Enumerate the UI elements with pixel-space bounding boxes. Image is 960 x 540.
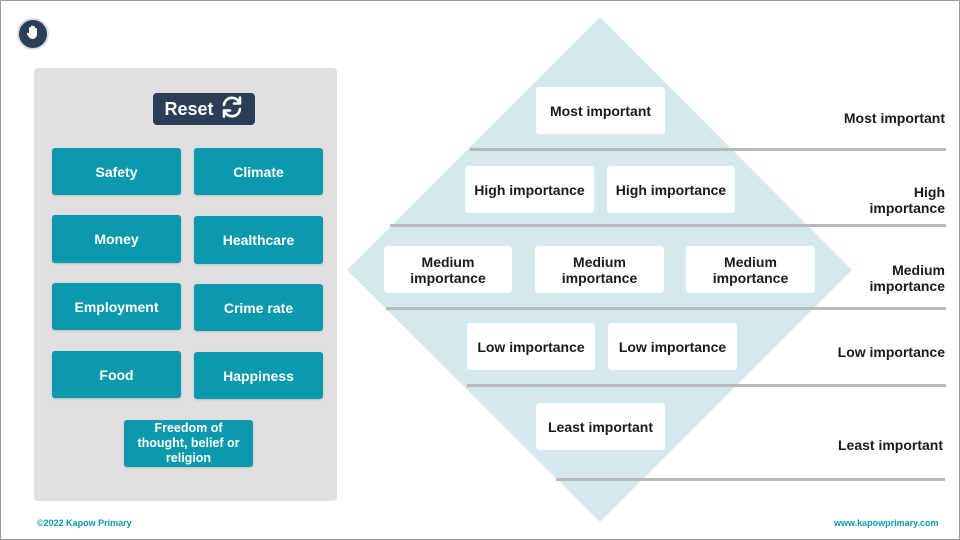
slot-low-importance[interactable]: Low importance xyxy=(608,323,737,370)
reset-label: Reset xyxy=(164,98,214,119)
slot-medium-importance[interactable]: Medium importance xyxy=(384,246,512,293)
level-label-least: Least important xyxy=(837,437,943,453)
card-happiness[interactable]: Happiness xyxy=(194,352,323,399)
card-healthcare[interactable]: Healthcare xyxy=(194,216,323,264)
slot-high-importance[interactable]: High importance xyxy=(465,166,594,213)
card-climate[interactable]: Climate xyxy=(194,148,323,195)
card-food[interactable]: Food xyxy=(52,351,181,398)
slot-least-important[interactable]: Least important xyxy=(536,403,665,450)
card-safety[interactable]: Safety xyxy=(52,148,181,195)
slot-medium-importance[interactable]: Medium importance xyxy=(686,246,815,293)
slot-low-importance[interactable]: Low importance xyxy=(467,323,595,370)
level-label-medium: Medium importance xyxy=(869,262,945,294)
divider-line xyxy=(470,148,946,151)
card-employment[interactable]: Employment xyxy=(52,283,181,330)
card-crime-rate[interactable]: Crime rate xyxy=(194,284,323,331)
divider-line xyxy=(386,307,946,310)
divider-line xyxy=(556,478,945,481)
hand-icon xyxy=(26,24,40,45)
hand-button[interactable] xyxy=(17,18,49,50)
level-label-low: Low importance xyxy=(837,344,945,360)
divider-line xyxy=(467,384,946,387)
reset-button[interactable]: Reset xyxy=(153,93,255,125)
card-freedom[interactable]: Freedom of thought, belief or religion xyxy=(124,420,253,467)
slot-medium-importance[interactable]: Medium importance xyxy=(535,246,664,293)
copyright-text: ©2022 Kapow Primary xyxy=(37,518,132,528)
card-money[interactable]: Money xyxy=(52,215,181,263)
refresh-icon xyxy=(220,95,244,123)
level-label-high: High importance xyxy=(869,184,945,216)
slot-most-important[interactable]: Most important xyxy=(536,87,665,134)
divider-line xyxy=(390,224,946,227)
website-link[interactable]: www.kapowprimary.com xyxy=(834,518,939,528)
level-label-most: Most important xyxy=(843,110,945,126)
slot-high-importance[interactable]: High importance xyxy=(607,166,735,213)
